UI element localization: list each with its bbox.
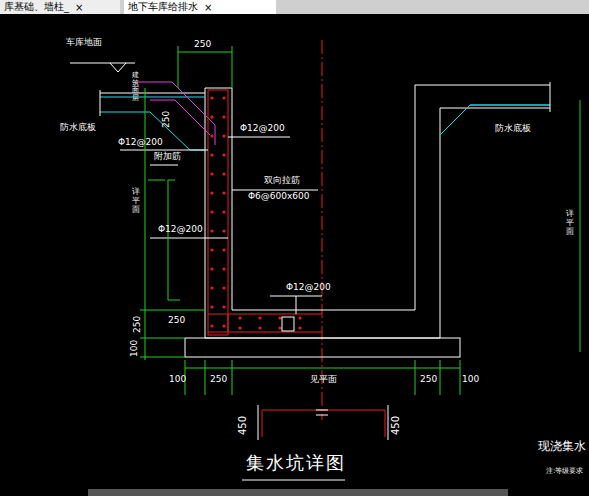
section-dimension: 450: [391, 416, 401, 435]
additional-bar: [135, 82, 215, 145]
rebar-spec: Φ12@200: [240, 124, 285, 133]
rebar-dot: [222, 153, 225, 156]
dimension: 250: [162, 111, 171, 128]
rebar-dot: [278, 326, 281, 329]
dimension: 250: [133, 316, 142, 333]
rebar-dot: [210, 153, 213, 156]
rebar-dot: [258, 316, 261, 319]
rebar-dot: [210, 248, 213, 251]
rebar-spec: Φ12@200: [118, 138, 163, 147]
rebar-dot: [222, 229, 225, 232]
section-dimension: 450: [238, 416, 248, 435]
rebar-dot: [238, 316, 241, 319]
rebar-dot: [222, 248, 225, 251]
rebar-dot: [238, 326, 241, 329]
rebar-spec: Φ6@600x600: [248, 192, 310, 201]
rebar-dot: [298, 326, 301, 329]
dimension-lines: [140, 46, 580, 395]
dimension: 100: [169, 375, 186, 384]
rebar-dot: [258, 326, 261, 329]
slab-lines: [100, 97, 550, 150]
slab-label: 防水底板: [495, 124, 531, 133]
center-line: [322, 40, 323, 420]
side-note: 注:等级要求: [546, 468, 583, 475]
rebar-note: 双向拉筋: [264, 176, 300, 185]
file-tab: 地下车库给排水 ×: [124, 0, 276, 14]
scroll-bar: [88, 489, 508, 496]
drawing-title: 集水坑详图: [246, 454, 346, 472]
rebar-dot: [210, 305, 213, 308]
rebar-dot: [210, 210, 213, 213]
floor-finish: [70, 63, 550, 116]
rebar-dot: [222, 305, 225, 308]
rebar-dot: [210, 286, 213, 289]
title-underline: [242, 480, 345, 481]
dimension-note: 见平面: [310, 375, 337, 384]
rebar-dot: [222, 286, 225, 289]
rebar-dot: [210, 96, 213, 99]
floor-label: 车库地面: [66, 38, 102, 47]
rebar-dot: [298, 316, 301, 319]
finish-note: 建筑面层: [132, 72, 139, 103]
tie-bar: [232, 190, 318, 331]
concrete-outline: [185, 85, 550, 357]
rebar-dot: [210, 229, 213, 232]
rebar-dot: [222, 134, 225, 137]
slab-label: 防水底板: [60, 123, 96, 132]
rebar-dot: [222, 267, 225, 270]
dimension: 250: [420, 375, 437, 384]
rebar: [208, 90, 322, 335]
tab-title: 地下车库给排水: [128, 0, 198, 14]
rebar-dot: [210, 172, 213, 175]
rebar-note: 附加筋: [154, 152, 181, 161]
side-title: 现浇集水: [538, 440, 586, 452]
rebar-dots: [210, 96, 301, 329]
rebar-spec: Φ12@200: [158, 225, 203, 234]
file-tab: 库基础、墙柱_ ×: [0, 0, 120, 14]
tab-title: 库基础、墙柱_: [4, 0, 69, 14]
rebar-dot: [222, 210, 225, 213]
rebar-dot: [222, 172, 225, 175]
dimension: 100: [462, 375, 479, 384]
rebar-dot: [222, 191, 225, 194]
close-button: ×: [75, 2, 83, 13]
rebar-dot: [210, 267, 213, 270]
dimension: 250: [210, 375, 227, 384]
section-mark: [258, 405, 388, 440]
rebar-dot: [210, 191, 213, 194]
rebar-spec: Φ12@200: [286, 283, 331, 292]
additional-bar: [150, 100, 210, 135]
close-button: ×: [204, 2, 212, 13]
rebar-dot: [278, 316, 281, 319]
rebar-dot: [222, 324, 225, 327]
depth-note: 详平面: [132, 188, 140, 214]
rebar-dot: [210, 134, 213, 137]
rebar-dot: [222, 115, 225, 118]
dimension: 250: [194, 40, 211, 49]
rebar-dot: [210, 324, 213, 327]
rebar-dot: [210, 115, 213, 118]
dimension: 100: [130, 340, 139, 357]
rebar-dot: [222, 96, 225, 99]
dimension: 250: [168, 316, 185, 325]
depth-note: 详平面: [566, 210, 574, 236]
